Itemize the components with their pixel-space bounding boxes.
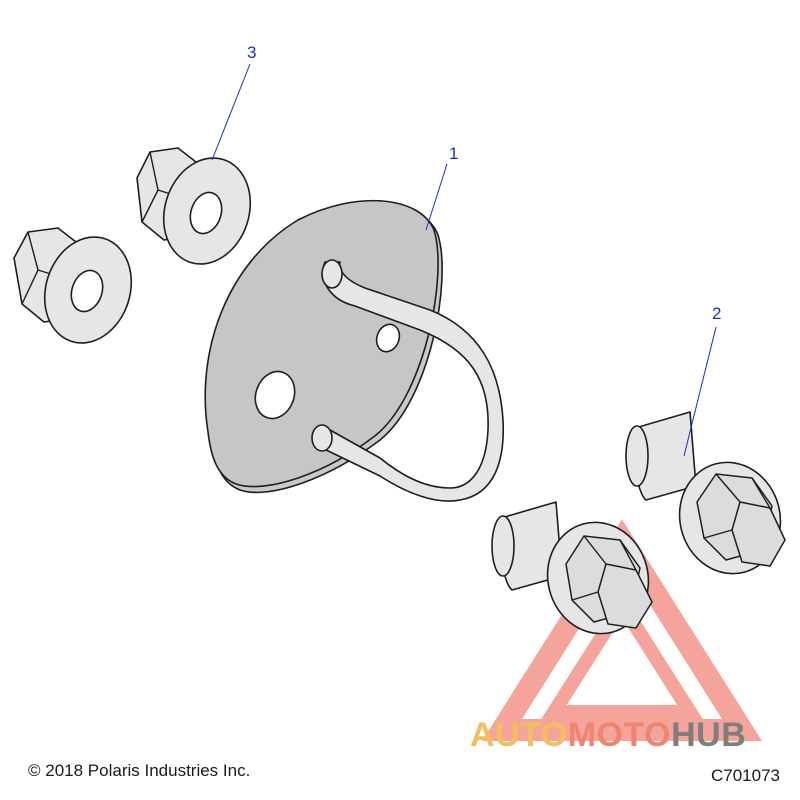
watermark-text-moto: MOTO	[567, 716, 672, 754]
watermark-brand-text: AUTOMOTOHUB	[470, 716, 746, 755]
flange-nut-upper	[136, 147, 252, 265]
flange-bolt-upper	[625, 411, 786, 575]
copyright-notice: © 2018 Polaris Industries Inc.	[28, 761, 251, 780]
diagram-part-number: C701073	[710, 766, 780, 785]
leader-line-1	[425, 163, 448, 231]
watermark-logo	[482, 519, 762, 741]
callout-1: 1	[449, 144, 458, 163]
leader-line-2	[683, 326, 717, 457]
watermark-text-hub: HUB	[671, 716, 747, 754]
tie-down-d-ring	[204, 199, 505, 502]
flange-bolt-lower	[491, 501, 653, 635]
callout-3: 3	[247, 43, 256, 62]
leader-line-3	[211, 63, 251, 161]
flange-nut-lower	[13, 227, 133, 344]
watermark-text-auto: AUTO	[470, 716, 568, 754]
callout-2: 2	[712, 304, 721, 323]
